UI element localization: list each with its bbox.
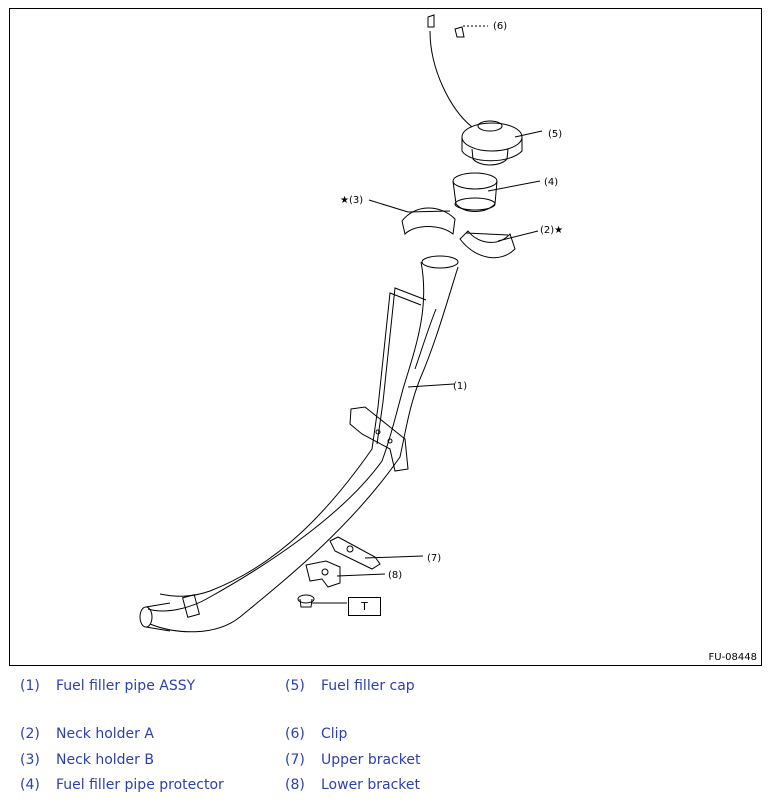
fuel-filler-diagram (139, 14, 543, 633)
figure-id: FU-08448 (708, 652, 758, 663)
neck-holder-b-drawing (401, 207, 456, 235)
legend-number: (6) (285, 726, 305, 742)
parts-legend: (1) Fuel filler pipe ASSY (2) Neck holde… (0, 676, 772, 803)
legend-number: (8) (285, 777, 305, 793)
legend-number: (5) (285, 678, 305, 694)
neck-holder-a-drawing (459, 230, 516, 259)
legend-number: (4) (20, 777, 40, 793)
clip-drawing (427, 14, 465, 38)
legend-label: Clip (321, 726, 348, 742)
bolt-drawing (297, 594, 315, 608)
legend-label: Neck holder A (56, 726, 154, 742)
legend-label: Fuel filler pipe protector (56, 777, 224, 793)
upper-bracket-drawing (329, 536, 381, 570)
legend-label: Lower bracket (321, 777, 421, 793)
pipe-protector-drawing (452, 172, 498, 212)
legend-label: Neck holder B (56, 752, 154, 768)
legend-number: (3) (20, 752, 40, 768)
fuel-filler-pipe-drawing (139, 255, 459, 633)
callout-5: (5) (548, 129, 563, 140)
callout-3: ★(3) (340, 195, 364, 206)
legend-number: (1) (20, 678, 40, 694)
callout-7: (7) (427, 553, 442, 564)
legend-number: (2) (20, 726, 40, 742)
torque-symbol-box: T (348, 597, 381, 616)
callout-4: (4) (544, 177, 559, 188)
legend-label: Upper bracket (321, 752, 421, 768)
exploded-view-figure: (1) (2)★ ★(3) (4) (5) (6) (7) (8) T FU-0… (9, 8, 762, 666)
legend-number: (7) (285, 752, 305, 768)
callout-2: (2)★ (540, 225, 564, 236)
leader-lines (312, 25, 543, 604)
callout-6: (6) (493, 21, 508, 32)
callout-8: (8) (388, 570, 403, 581)
callout-1: (1) (453, 381, 468, 392)
legend-label: Fuel filler pipe ASSY (56, 678, 196, 694)
fuel-cap-drawing (429, 30, 523, 166)
lower-bracket-drawing (305, 560, 341, 588)
legend-label: Fuel filler cap (321, 678, 415, 694)
